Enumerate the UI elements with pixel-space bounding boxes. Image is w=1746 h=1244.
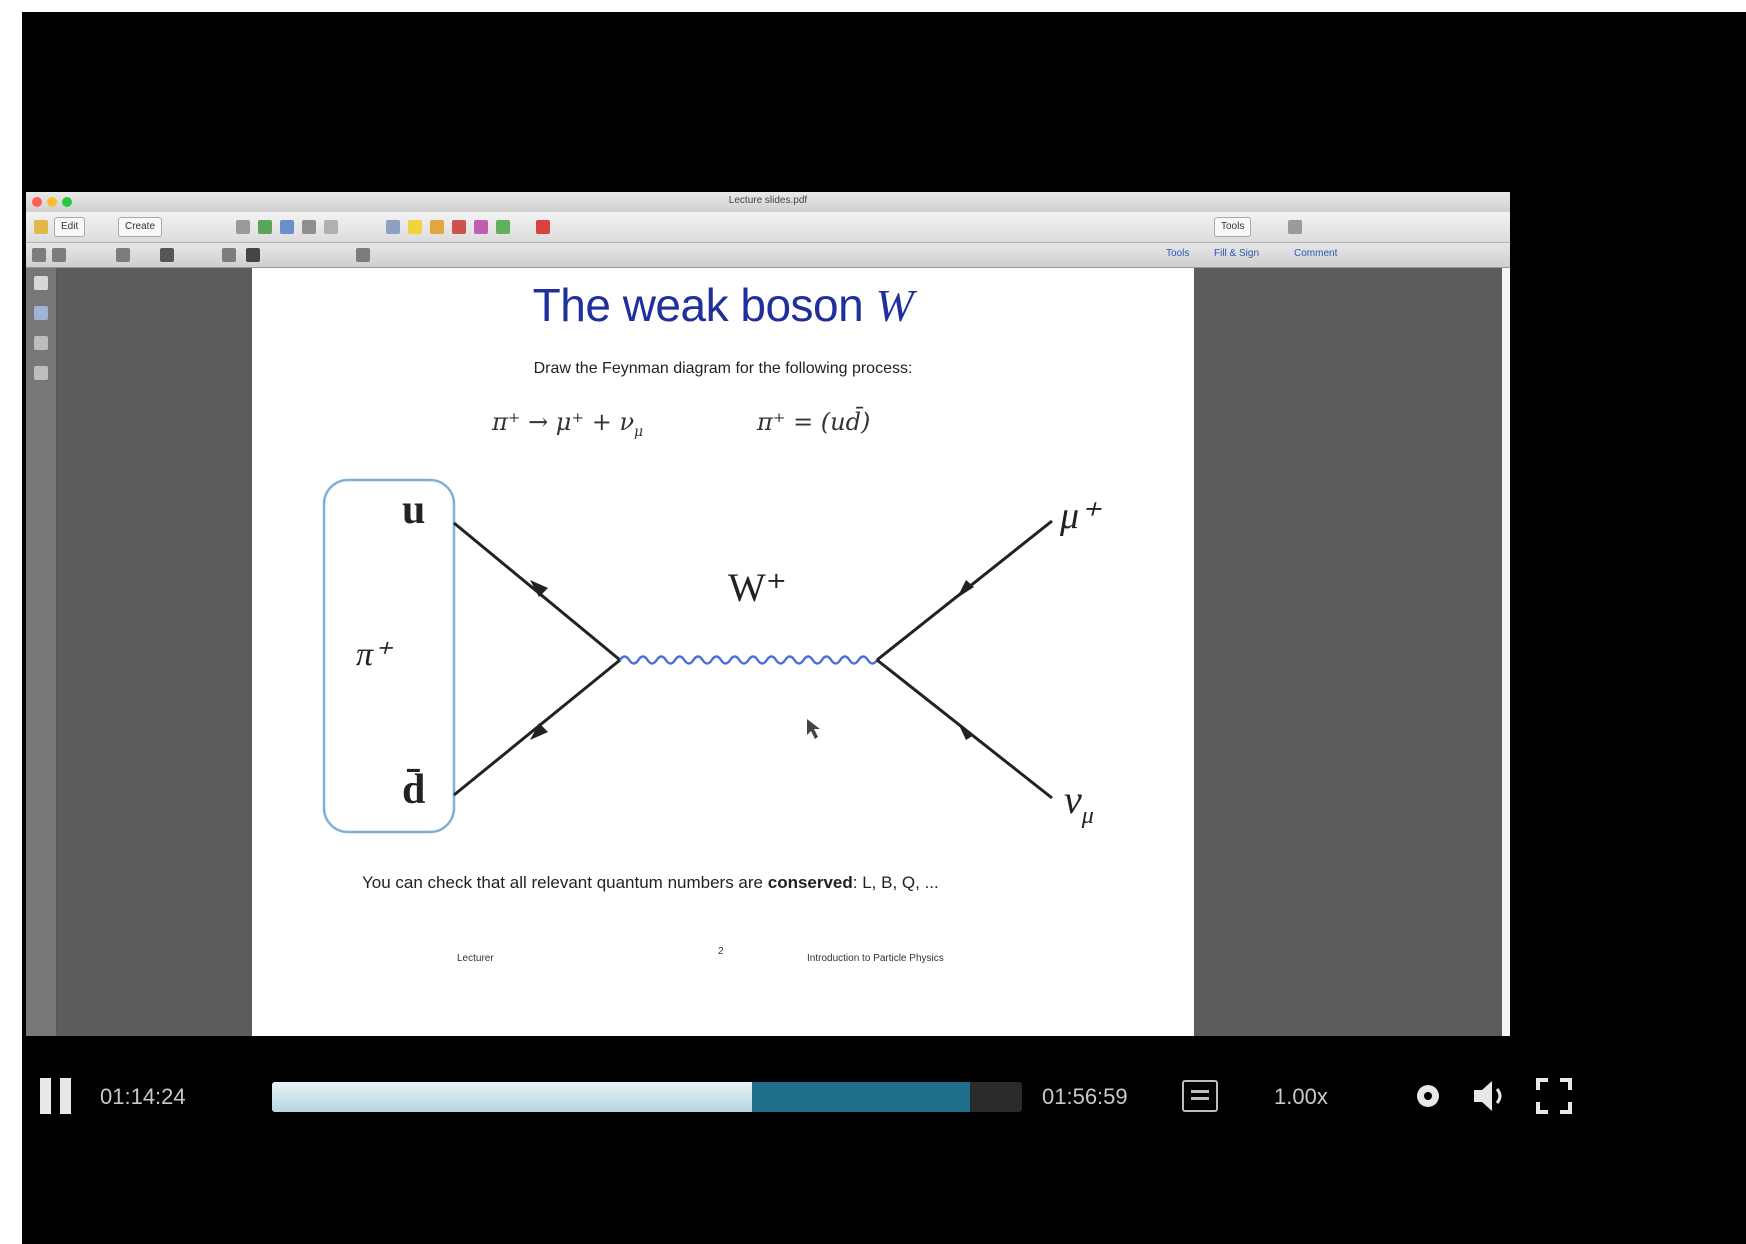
player-controls: 01:14:24 01:56:59 1.00x bbox=[22, 1036, 1746, 1244]
quark-bottom-label: d̄ bbox=[402, 767, 425, 813]
gear-icon bbox=[1417, 1085, 1439, 1107]
save-icon bbox=[258, 220, 272, 234]
total-time: 01:56:59 bbox=[1042, 1084, 1128, 1109]
prev-page-icon bbox=[52, 248, 66, 262]
zoom-in-icon bbox=[356, 248, 370, 262]
progress-bar[interactable] bbox=[272, 1082, 1022, 1112]
viewer-sidebar bbox=[26, 268, 57, 1074]
arrow-top-left bbox=[530, 580, 548, 597]
settings-button[interactable] bbox=[1412, 1080, 1444, 1112]
slide-page: The weak boson W Draw the Feynman diagra… bbox=[252, 268, 1194, 1074]
hand-tool-icon bbox=[246, 248, 260, 262]
print-icon bbox=[236, 220, 250, 234]
attachment-icon bbox=[34, 336, 48, 350]
pages-icon bbox=[34, 276, 48, 290]
thumbnail-icon bbox=[160, 248, 174, 262]
conservation-prefix: You can check that all relevant quantum … bbox=[362, 873, 768, 892]
lepton-bottom-symbol: ν bbox=[1064, 777, 1082, 822]
window-title: Lecture slides.pdf bbox=[728, 195, 808, 206]
next-page-icon bbox=[116, 248, 130, 262]
playback-speed-button[interactable]: 1.00x bbox=[1274, 1084, 1328, 1109]
fullscreen-icon bbox=[1536, 1078, 1572, 1114]
zoom-window-icon bbox=[62, 197, 72, 207]
viewer-navigation-bar: Tools Fill & Sign Comment bbox=[26, 243, 1510, 268]
slide-title-symbol: W bbox=[875, 280, 914, 331]
form-icon bbox=[496, 220, 510, 234]
slide-title-text: The weak boson bbox=[532, 279, 876, 331]
slide-instruction: Draw the Feynman diagram for the followi… bbox=[533, 360, 913, 377]
attach-icon bbox=[452, 220, 466, 234]
feynman-diagram: u d̄ π⁺ W⁺ μ⁺ νμ bbox=[322, 478, 1102, 834]
speaker-icon bbox=[1474, 1081, 1502, 1111]
pen-icon bbox=[1288, 220, 1302, 234]
conservation-suffix: : L, B, Q, ... bbox=[852, 873, 939, 892]
video-frame[interactable]: Lecture slides.pdf Edit Create Tools bbox=[26, 192, 1510, 1074]
arrow-top-right bbox=[957, 580, 974, 598]
conservation-note: You can check that all relevant quantum … bbox=[362, 873, 939, 893]
tools-dropdown: Tools bbox=[1214, 217, 1252, 237]
sign-icon bbox=[474, 220, 488, 234]
share-icon bbox=[324, 220, 338, 234]
tools-link: Tools bbox=[1166, 248, 1190, 259]
footer-course: Introduction to Particle Physics bbox=[807, 953, 944, 964]
email-icon bbox=[280, 220, 294, 234]
boson-label: W⁺ bbox=[728, 565, 787, 610]
decay-equation: π⁺ → μ⁺ + νμ bbox=[492, 408, 643, 440]
pause-bar-right bbox=[60, 1078, 71, 1114]
decay-equation-subscript: μ bbox=[634, 423, 644, 440]
close-window-icon bbox=[32, 197, 42, 207]
highlight-icon bbox=[408, 220, 422, 234]
zoom-out-icon bbox=[222, 248, 236, 262]
meson-box bbox=[322, 478, 456, 834]
pause-button[interactable] bbox=[40, 1078, 74, 1114]
decay-equation-text: π⁺ → μ⁺ + ν bbox=[492, 408, 635, 436]
arrow-bottom-left bbox=[530, 723, 548, 740]
current-time: 01:14:24 bbox=[100, 1084, 186, 1109]
footer-page-number: 2 bbox=[718, 946, 724, 957]
meson-label: π⁺ bbox=[356, 636, 394, 673]
viewer-toolbar: Edit Create Tools bbox=[26, 212, 1510, 243]
layers-icon bbox=[34, 366, 48, 380]
volume-button[interactable] bbox=[1472, 1078, 1510, 1114]
quark-content-equation: π⁺ = (ud̄) bbox=[757, 408, 871, 436]
create-button: Create bbox=[118, 217, 163, 237]
fullscreen-button[interactable] bbox=[1536, 1078, 1572, 1114]
edit-button: Edit bbox=[54, 217, 86, 237]
lepton-bottom-subscript: μ bbox=[1081, 803, 1094, 829]
fill-sign-link: Fill & Sign bbox=[1214, 248, 1260, 259]
progress-played bbox=[272, 1082, 752, 1112]
edit-icon bbox=[302, 220, 316, 234]
home-icon bbox=[34, 220, 48, 234]
comment-link: Comment bbox=[1294, 248, 1338, 259]
minimize-window-icon bbox=[47, 197, 57, 207]
mouse-cursor-icon bbox=[807, 719, 820, 739]
lepton-top-label: μ⁺ bbox=[1059, 495, 1102, 537]
first-page-icon bbox=[32, 248, 46, 262]
pause-bar-left bbox=[40, 1078, 51, 1114]
bookmark-icon bbox=[34, 306, 48, 320]
footer-author: Lecturer bbox=[457, 953, 494, 964]
quark-top-label: u bbox=[402, 487, 425, 533]
stamp-icon bbox=[430, 220, 444, 234]
viewer-scrollbar bbox=[1502, 268, 1510, 1074]
slide-title: The weak boson W bbox=[252, 278, 1194, 332]
captions-button[interactable] bbox=[1182, 1080, 1218, 1112]
comment-icon bbox=[386, 220, 400, 234]
lepton-bottom-label: νμ bbox=[1064, 777, 1094, 829]
video-player[interactable]: Lecture slides.pdf Edit Create Tools bbox=[22, 12, 1746, 1244]
arrow-bottom-right bbox=[958, 723, 974, 740]
flag-icon bbox=[536, 220, 550, 234]
w-boson-propagator bbox=[618, 655, 879, 665]
window-titlebar: Lecture slides.pdf bbox=[26, 192, 1510, 213]
conservation-emphasis: conserved bbox=[767, 873, 853, 892]
